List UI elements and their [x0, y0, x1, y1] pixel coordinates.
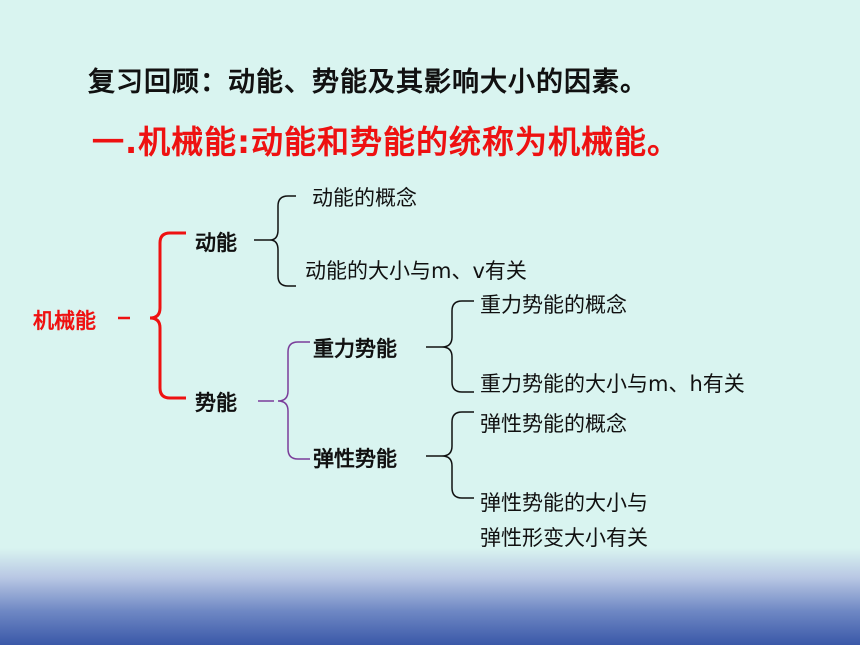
potential-bracket	[277, 341, 310, 460]
gravitational-leaf-magnitude: 重力势能的大小与m、h有关	[480, 372, 745, 396]
gravitational-bracket	[441, 300, 474, 393]
gravitational-leaf-concept: 重力势能的概念	[480, 293, 627, 317]
gravitational-node: 重力势能	[313, 337, 397, 361]
kinetic-node: 动能	[195, 231, 237, 255]
elastic-leaf-magnitude-line2: 弹性形变大小有关	[480, 526, 648, 550]
kinetic-bracket	[269, 195, 296, 287]
kinetic-leaf-magnitude: 动能的大小与m、v有关	[305, 259, 527, 283]
root-node: 机械能	[33, 309, 96, 333]
elastic-node: 弹性势能	[313, 447, 397, 471]
elastic-leaf-concept: 弹性势能的概念	[480, 412, 627, 436]
elastic-bracket	[441, 411, 474, 499]
root-bracket	[149, 231, 186, 400]
elastic-leaf-magnitude-line1: 弹性势能的大小与	[480, 491, 648, 515]
potential-node: 势能	[195, 391, 237, 415]
kinetic-leaf-concept: 动能的概念	[312, 186, 417, 210]
bottom-gradient-band	[0, 548, 860, 645]
slide-heading: 一.机械能:动能和势能的统称为机械能。	[92, 123, 680, 161]
slide-subtitle: 复习回顾：动能、势能及其影响大小的因素。	[88, 67, 648, 98]
